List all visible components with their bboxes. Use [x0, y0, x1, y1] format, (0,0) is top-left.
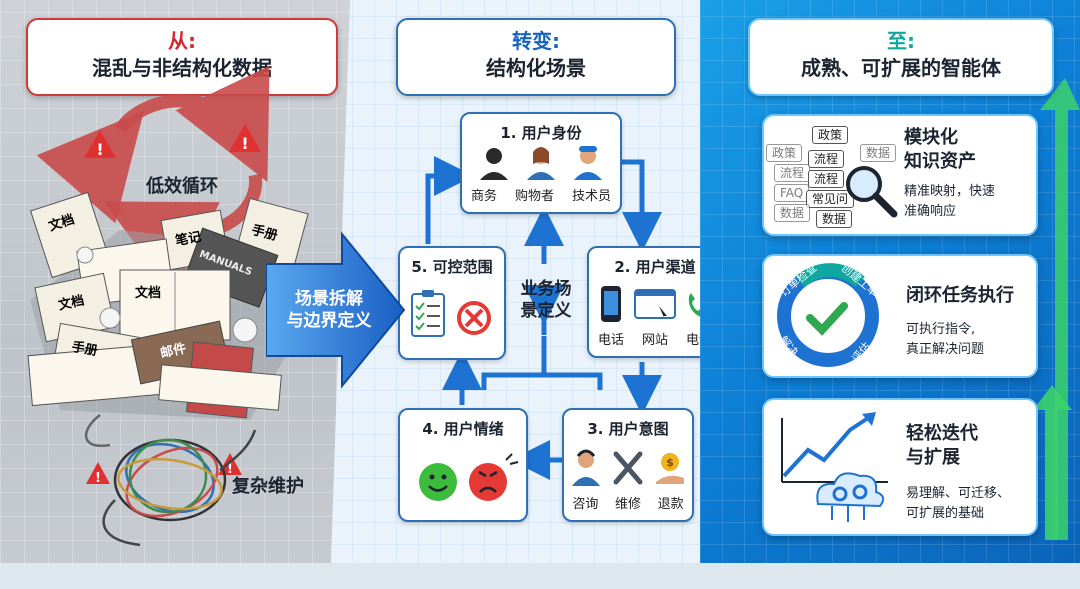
knowledge-tag: 数据	[774, 204, 811, 222]
card-desc-line2: 可扩展的基础	[906, 506, 985, 521]
svg-text:!: !	[227, 462, 233, 477]
tangled-wires-icon	[84, 414, 257, 547]
from-header-label: 从:	[168, 29, 196, 53]
to-header-label: 至:	[887, 29, 915, 53]
card-iteration: 轻松迭代 与扩展 易理解、可迁移、 可扩展的基础	[762, 398, 1038, 536]
magnifier-icon	[846, 166, 898, 218]
shift-header: 转变: 结构化场景	[396, 18, 676, 96]
node-user-intent: 3. 用户意图 $ 咨询 维修 退款	[562, 408, 694, 522]
phone-icon	[601, 286, 621, 322]
node-title: 2. 用户渠道	[614, 258, 696, 276]
node-labels: 咨询 维修 退款	[564, 493, 692, 512]
svg-text:!: !	[241, 134, 248, 153]
transition-arrow-label: 场景拆解 与边界定义	[274, 288, 384, 332]
card-desc: 精准映射，快速 准确响应	[904, 182, 995, 222]
node-user-emotion: 4. 用户情绪	[398, 408, 528, 522]
scope-icons	[411, 290, 491, 337]
transition-arrow-label-line1: 场景拆解	[295, 289, 363, 309]
knowledge-tag: 流程	[808, 150, 845, 168]
bottom-strip	[0, 563, 1080, 589]
intent-icons: $	[572, 449, 684, 486]
cycle-arrows-icon	[36, 65, 270, 295]
knowledge-tag: 流程	[774, 164, 811, 182]
prohibited-icon	[457, 301, 491, 335]
card-modular-knowledge: 政策 流程 政策 数据 流程 流程 FAQ 常见问 数据 数据 模块化 知识资产…	[762, 114, 1038, 236]
card-title-line2: 知识资产	[904, 151, 976, 172]
growth-chart-cloud-icon	[781, 412, 888, 522]
card-desc-line1: 可执行指令,	[906, 322, 976, 337]
card-desc-line2: 准确响应	[904, 204, 957, 219]
svg-text:$: $	[666, 456, 674, 469]
knowledge-tag: 政策	[812, 126, 849, 144]
node-title: 4. 用户情绪	[422, 420, 504, 438]
card-desc: 可执行指令, 真正解决问题	[906, 320, 984, 360]
maintenance-label: 复杂维护	[232, 476, 304, 497]
label-consult: 咨询	[572, 497, 599, 512]
happy-face-icon	[419, 463, 457, 501]
business-scene-label-line2: 景定义	[520, 301, 572, 321]
people-icon	[480, 146, 602, 180]
consultant-icon	[572, 449, 600, 486]
doc-label-5: 文档	[135, 286, 162, 301]
business-scene-label-line1: 业务场	[520, 279, 572, 299]
card-title-line1: 模块化	[904, 127, 958, 148]
node-title: 1. 用户身份	[500, 124, 582, 142]
document-pile-illustration	[27, 191, 309, 420]
transition-arrow	[266, 231, 406, 389]
card-closed-loop: 订单检查 创建工单 评估 解决 闭环任务执行 可执行指令, 真正解决问题	[762, 254, 1038, 378]
node-title: 3. 用户意图	[587, 420, 669, 438]
knowledge-tag: FAQ	[774, 184, 810, 202]
svg-text:!: !	[95, 471, 101, 486]
label-shopper: 购物者	[514, 189, 554, 204]
node-title: 5. 可控范围	[411, 258, 493, 276]
growth-arrows	[1033, 78, 1080, 540]
to-header-title: 成熟、可扩展的智能体	[801, 56, 1001, 80]
label-technician: 技术员	[571, 189, 611, 204]
flow-arrows	[425, 156, 662, 480]
checklist-icon	[411, 290, 445, 337]
tools-icon	[613, 451, 643, 485]
card-title: 模块化 知识资产	[904, 126, 976, 174]
warning-icon: ! ! ! !	[84, 124, 261, 486]
knowledge-tag: 常见问	[806, 190, 855, 208]
svg-text:!: !	[96, 140, 103, 159]
label-business: 商务	[470, 189, 497, 204]
label-repair: 维修	[614, 497, 641, 512]
refund-icon: $	[656, 453, 684, 484]
card-desc: 易理解、可迁移、 可扩展的基础	[906, 484, 1010, 524]
shift-header-title: 结构化场景	[486, 56, 586, 80]
node-controlled-scope: 5. 可控范围	[398, 246, 506, 360]
card-title: 闭环任务执行	[906, 285, 1014, 306]
card-title-line1: 轻松迭代	[906, 423, 978, 444]
label-refund: 退款	[657, 497, 684, 512]
to-header: 至: 成熟、可扩展的智能体	[748, 18, 1054, 96]
knowledge-tag: 数据	[816, 210, 853, 228]
label-phone: 电话	[597, 333, 624, 348]
left-panel: 从: 混乱与非结构化数据 ! ! ! !	[0, 0, 350, 589]
label-website: 网站	[641, 333, 668, 348]
angry-face-icon	[469, 453, 519, 501]
shift-header-label: 转变:	[512, 29, 560, 53]
knowledge-tag: 流程	[808, 170, 845, 188]
node-labels: 商务 购物者 技术员	[462, 185, 620, 204]
cycle-label: 低效循环	[146, 176, 218, 197]
closed-loop-cycle-icon	[777, 263, 879, 367]
card-title-line2: 与扩展	[906, 447, 960, 468]
knowledge-tag: 政策	[766, 144, 803, 162]
card-desc-line2: 真正解决问题	[906, 342, 985, 357]
browser-icon	[634, 289, 676, 320]
knowledge-tag: 数据	[860, 144, 897, 162]
card-desc-line1: 易理解、可迁移、	[906, 486, 1011, 501]
emotion-icons	[419, 453, 519, 501]
card-desc-line1: 精准映射，快速	[904, 184, 996, 199]
node-user-identity: 1. 用户身份 商务 购物者 技术员	[460, 112, 622, 214]
transition-arrow-label-line2: 与边界定义	[286, 311, 372, 331]
card-title: 轻松迭代 与扩展	[906, 422, 978, 470]
inefficient-cycle-illustration: ! ! ! !	[27, 65, 309, 547]
business-scene-label: 业务场 景定义	[508, 278, 584, 322]
